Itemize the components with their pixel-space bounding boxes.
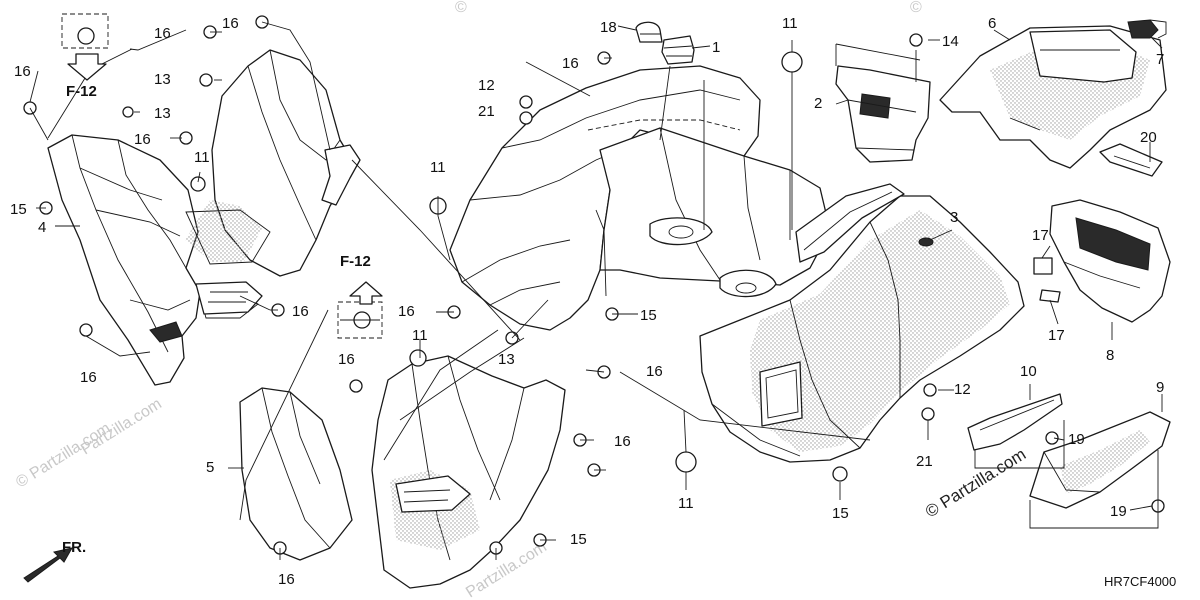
callout-label: 11 (430, 159, 446, 176)
callout-label: 17 (1032, 227, 1049, 244)
part-5-lower-inner-fender (239, 355, 566, 589)
callout-label: 16 (222, 15, 239, 32)
part-2-bracket (835, 65, 931, 163)
callout-label: 16 (398, 303, 415, 320)
part-17-clips (1033, 257, 1061, 303)
callout-label: 16 (80, 369, 97, 386)
callout-label: 13 (498, 351, 515, 368)
callout-label: 12 (954, 381, 971, 398)
f12-reference-top: F-12 (61, 13, 109, 100)
callout-label: 11 (782, 15, 798, 32)
callout-label: 7 (1156, 51, 1164, 68)
callout-label: 16 (278, 571, 295, 588)
callout-label: 16 (14, 63, 31, 80)
callouts: 16 16 16 16 13 13 16 11 15 4 16 16 16 11… (10, 15, 1164, 588)
callout-label: 13 (154, 105, 171, 122)
callout-label: 8 (1106, 347, 1114, 364)
part-6-rear-cover (939, 25, 1167, 169)
callout-label: 15 (10, 201, 27, 218)
f12-reference-mid: F-12 (337, 253, 383, 339)
callout-label: 5 (206, 459, 214, 476)
callout-label: 11 (194, 149, 210, 166)
callout-label: 14 (942, 33, 959, 50)
callout-label: 16 (134, 131, 151, 148)
part-4-left-front-inner-fender (47, 134, 201, 386)
brand-text: © Partzilla.com (922, 445, 1029, 522)
part-9-cover (1029, 411, 1171, 509)
part-1-cap (661, 35, 695, 65)
callout-label: 16 (646, 363, 663, 380)
watermark-text: Partzilla.com (78, 395, 165, 458)
callout-label: 1 (712, 39, 720, 56)
callout-label: 20 (1140, 129, 1157, 146)
f12-label: F-12 (340, 253, 371, 270)
callout-label: 6 (988, 15, 996, 32)
callout-label: 19 (1068, 431, 1085, 448)
part-upper-inner-fender (185, 49, 361, 319)
rear-fender-upper (449, 65, 831, 331)
diagram-code: HR7CF4000 (1104, 574, 1176, 589)
part-8-light-housing (1049, 199, 1171, 323)
callout-label: 2 (814, 95, 822, 112)
callout-label: 16 (614, 433, 631, 450)
callout-label: 16 (562, 55, 579, 72)
callout-label: 16 (154, 25, 171, 42)
front-direction-indicator: FR. (23, 539, 86, 583)
callout-label: 16 (338, 351, 355, 368)
callout-label: 9 (1156, 379, 1164, 396)
callout-label: 15 (832, 505, 849, 522)
callout-label: 21 (478, 103, 495, 120)
callout-label: 18 (600, 19, 617, 36)
callout-label: 17 (1048, 327, 1065, 344)
callout-label: 11 (412, 327, 428, 344)
watermark-text: © (455, 0, 467, 16)
callout-label: 21 (916, 453, 933, 470)
callout-label: 10 (1020, 363, 1037, 380)
f12-label: F-12 (66, 83, 97, 100)
watermark-text: © (910, 0, 922, 16)
callout-label: 12 (478, 77, 495, 94)
callout-label: 16 (292, 303, 309, 320)
callout-label: 15 (570, 531, 587, 548)
callout-label: 13 (154, 71, 171, 88)
part-18-clip (635, 21, 663, 43)
brand-logo: © Partzilla.com (922, 445, 1029, 522)
part-3-rear-fender (699, 183, 1025, 463)
callout-label: 19 (1110, 503, 1127, 520)
part-10-bracket (967, 393, 1063, 451)
callout-label: 11 (678, 495, 694, 512)
callout-label: 15 (640, 307, 657, 324)
part-7-clip (1127, 19, 1167, 39)
callout-label: 4 (38, 219, 46, 236)
part-20-plate (1099, 143, 1163, 177)
front-label: FR. (62, 539, 86, 556)
callout-label: 3 (950, 209, 958, 226)
